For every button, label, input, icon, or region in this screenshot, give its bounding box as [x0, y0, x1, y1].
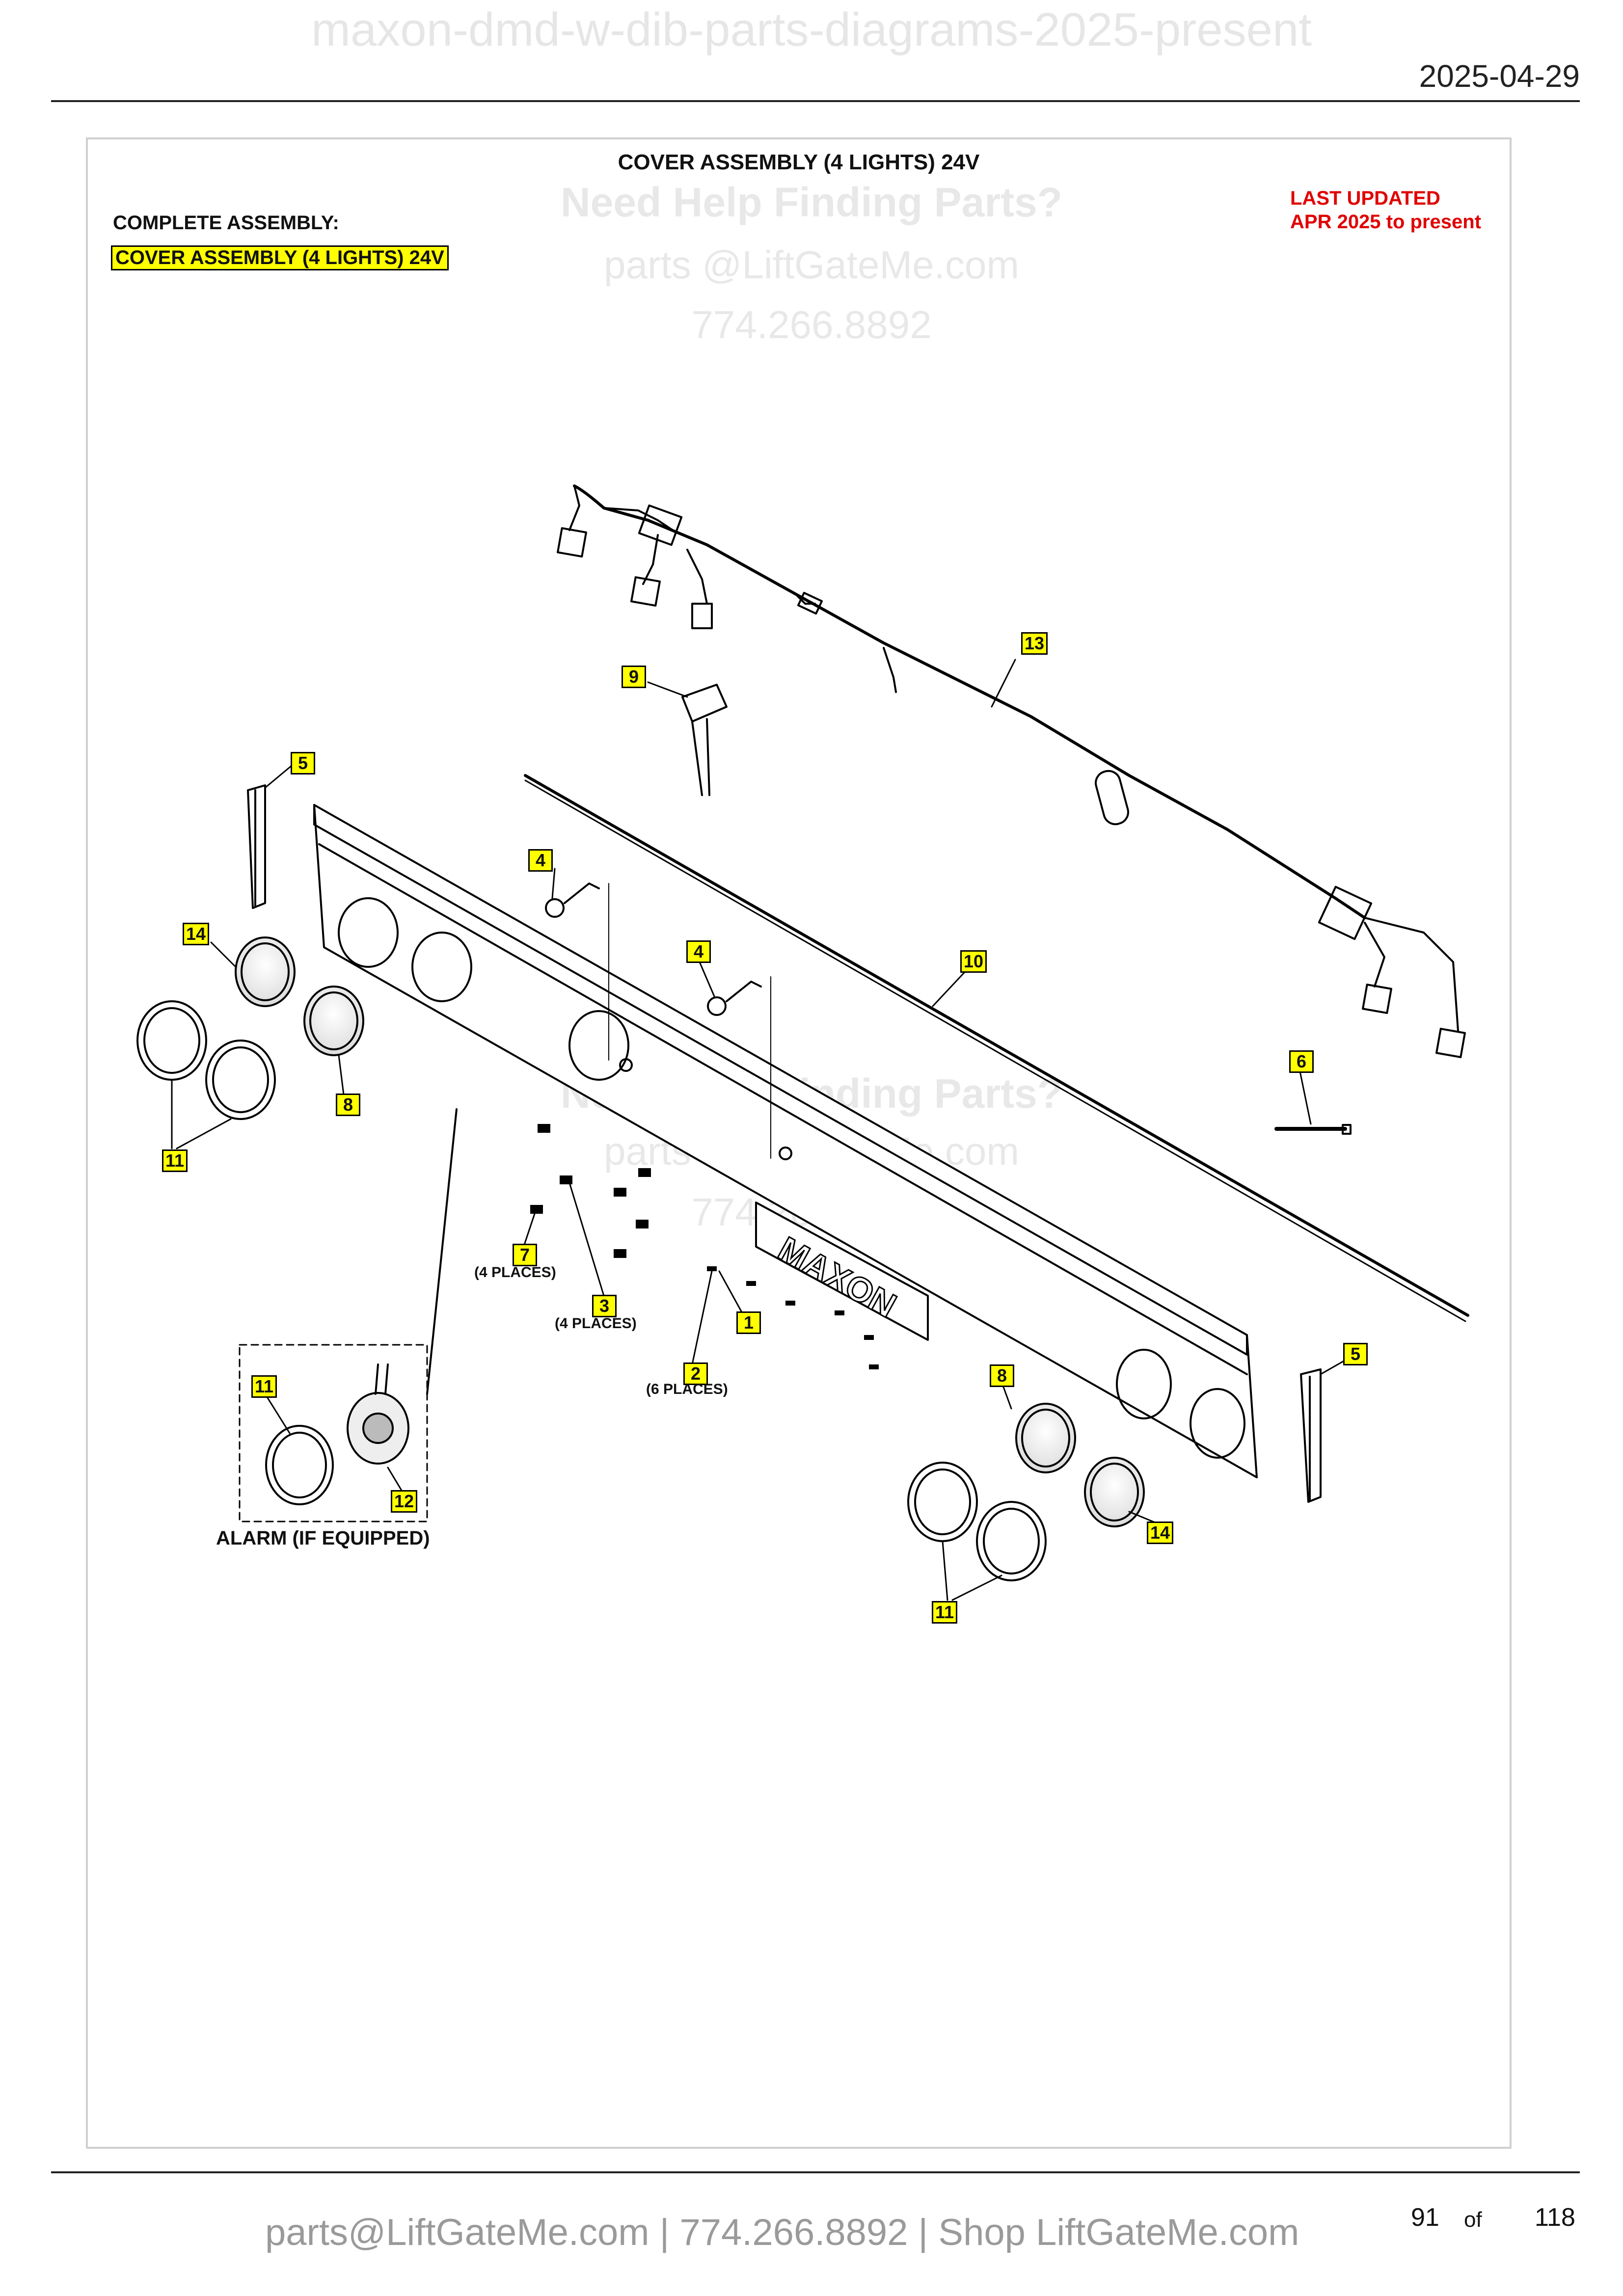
- last-updated-note: LAST UPDATED APR 2025 to present: [1290, 187, 1481, 234]
- document-title-watermark: maxon-dmd-w-dib-parts-diagrams-2025-pres…: [311, 3, 1312, 56]
- help-watermark-title: Need Help Finding Parts?: [560, 179, 1063, 225]
- callout-6: 6: [1289, 1050, 1314, 1073]
- parts-diagram: MAXON: [136, 484, 1469, 1601]
- callout-5-right: 5: [1343, 1343, 1368, 1365]
- callout-14-right: 14: [1147, 1522, 1174, 1544]
- complete-assembly-value: COVER ASSEMBLY (4 LIGHTS) 24V: [111, 245, 449, 270]
- callout-9: 9: [622, 666, 646, 688]
- document-date: 2025-04-29: [1419, 58, 1580, 94]
- drawing-frame: [86, 137, 1512, 2149]
- footer-rule: [51, 2171, 1580, 2173]
- callout-2: 2: [683, 1362, 708, 1385]
- edge-guard-left: [247, 784, 266, 909]
- callout-8-left: 8: [336, 1094, 360, 1116]
- callout-3: 3: [592, 1295, 617, 1317]
- callout-1: 1: [736, 1311, 761, 1334]
- callout-5-left: 5: [291, 752, 315, 774]
- callout-4-lower: 4: [686, 940, 711, 963]
- last-updated-label: LAST UPDATED: [1290, 187, 1440, 209]
- qty-note-7: (4 PLACES): [474, 1264, 556, 1281]
- connector-part: [681, 684, 728, 796]
- grommet-group: [545, 882, 771, 1159]
- help-watermark-phone: 774.266.8892: [691, 303, 932, 347]
- callout-10: 10: [960, 950, 987, 973]
- wire-harness: [557, 484, 1466, 1058]
- cover-panel: [313, 804, 1258, 1478]
- alarm-label: ALARM (IF EQUIPPED): [216, 1527, 430, 1549]
- qty-note-2: (6 PLACES): [646, 1381, 728, 1397]
- header-rule: [51, 100, 1580, 102]
- cable-tie: [1274, 1124, 1352, 1135]
- callout-14-left: 14: [183, 923, 210, 945]
- callout-7: 7: [513, 1244, 537, 1266]
- qty-note-3: (4 PLACES): [555, 1315, 637, 1332]
- footer-contact: parts@LiftGateMe.com | 774.266.8892 | Sh…: [265, 2212, 1299, 2253]
- page-of-label: of: [1464, 2208, 1482, 2232]
- callout-11-right: 11: [932, 1601, 958, 1624]
- cover-seal-strip: [524, 774, 1469, 1322]
- callout-12: 12: [391, 1490, 418, 1513]
- callout-4-upper: 4: [528, 849, 553, 872]
- drawing-title: COVER ASSEMBLY (4 LIGHTS) 24V: [618, 150, 980, 174]
- fastener-group: [530, 1124, 879, 1369]
- complete-assembly-label: COMPLETE ASSEMBLY:: [113, 212, 339, 234]
- page-total: 118: [1535, 2203, 1575, 2232]
- right-light-group: [907, 1403, 1145, 1581]
- help-watermark-email: parts @LiftGateMe.com: [604, 243, 1019, 287]
- left-light-group: [136, 936, 364, 1120]
- callout-11-alarm: 11: [251, 1375, 277, 1398]
- page-number: 91: [1411, 2203, 1439, 2232]
- callout-11-left: 11: [162, 1149, 188, 1172]
- last-updated-range: APR 2025 to present: [1290, 211, 1482, 233]
- callout-13: 13: [1021, 632, 1048, 655]
- edge-guard-right: [1300, 1368, 1322, 1503]
- callout-8-right: 8: [990, 1364, 1014, 1387]
- alarm-detail-box: [239, 1108, 458, 1522]
